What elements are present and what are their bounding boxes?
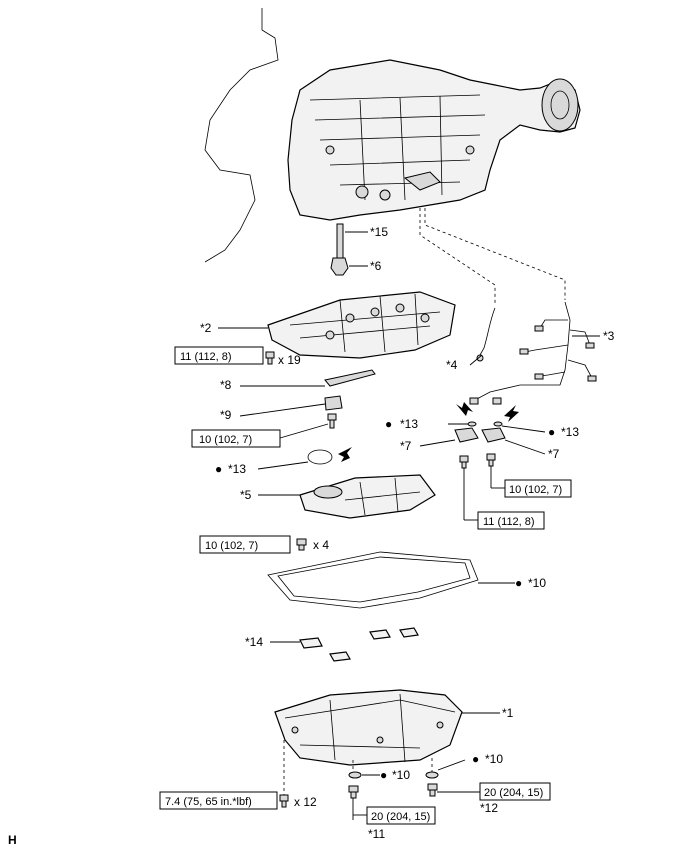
- label-2: *2: [200, 321, 212, 335]
- bold-arrow-icon: [338, 447, 352, 462]
- stud-15: [336, 223, 368, 259]
- gasket-10b: [348, 771, 380, 779]
- label-3: *3: [603, 329, 615, 343]
- o-rings-13-pair: [448, 421, 546, 433]
- pan-gasket-10: [267, 551, 515, 609]
- torque-value-2: 10 (102, 7): [199, 434, 252, 446]
- label-11: *11: [368, 827, 385, 841]
- label-7a: *7: [400, 439, 412, 453]
- corner-mark: H: [8, 833, 17, 847]
- label-10c: *10: [485, 752, 503, 766]
- refill-plug-12: [427, 783, 480, 797]
- torque-value-4: 11 (112, 8): [483, 516, 535, 528]
- torque-box-5: [504, 479, 572, 498]
- qty-12: x 12: [294, 795, 317, 809]
- clamps-7: [419, 427, 546, 455]
- label-15: *15: [370, 225, 388, 239]
- gasket-10c: [425, 759, 466, 779]
- bold-arrow-icon: [456, 402, 473, 416]
- label-10a: *10: [528, 576, 546, 590]
- o-ring-13: [257, 449, 333, 470]
- oil-pan-1: [274, 689, 500, 766]
- label-7b: *7: [548, 447, 560, 461]
- torque-value-7: 20 (204, 15): [371, 811, 430, 823]
- bullet: ●: [472, 752, 479, 766]
- label-13c: *13: [561, 425, 579, 439]
- bolt-icon: [265, 351, 275, 365]
- bullet: ●: [548, 425, 555, 439]
- bullet: ●: [215, 462, 222, 476]
- label-13a: *13: [228, 462, 246, 476]
- torque-box-3: [199, 535, 291, 554]
- torque-value-8: 20 (204, 15): [484, 787, 543, 799]
- torque-box-1: [174, 346, 264, 365]
- torque-box-8: [479, 782, 551, 801]
- label-4: *4: [446, 358, 458, 372]
- valve-body-2: [218, 291, 456, 359]
- qty-19: x 19: [278, 353, 301, 367]
- torque-value-5: 10 (102, 7): [509, 484, 562, 496]
- bolt-icon: [486, 453, 506, 489]
- label-8: *8: [220, 378, 232, 392]
- qty-4: x 4: [313, 538, 329, 552]
- bolt-icon: [296, 538, 307, 551]
- bolt-icon: [279, 413, 337, 439]
- torque-box-2: [191, 429, 281, 448]
- label-5: *5: [240, 488, 252, 502]
- torque-box-6: [159, 791, 278, 810]
- part-9: [239, 395, 343, 417]
- torque-value-1: 11 (112, 8): [180, 351, 232, 363]
- part-6: [330, 257, 368, 276]
- label-1: *1: [502, 706, 514, 720]
- label-6: *6: [370, 259, 382, 273]
- label-9: *9: [220, 408, 232, 422]
- bullet: ●: [515, 576, 522, 590]
- torque-value-6: 7.4 (75, 65 in.*lbf): [165, 796, 252, 808]
- bullet: ●: [380, 768, 387, 782]
- bold-arrow-icon: [504, 405, 519, 422]
- wire-harness-3: [469, 301, 600, 405]
- label-14: *14: [245, 635, 263, 649]
- wire-4: [469, 307, 496, 366]
- drain-plug-11: [348, 785, 368, 820]
- oil-strainer-5: [258, 474, 436, 519]
- label-13b: *13: [400, 417, 418, 431]
- magnets-14: [270, 627, 419, 662]
- bolt-icon: [459, 455, 478, 521]
- torque-box-7: [366, 806, 436, 825]
- label-10b: *10: [392, 768, 410, 782]
- bolt-icon: [279, 794, 289, 808]
- label-12: *12: [480, 801, 498, 815]
- torque-box-4: [477, 511, 545, 530]
- torque-value-3: 10 (102, 7): [205, 540, 258, 552]
- bullet: ●: [385, 417, 392, 431]
- part-8: [240, 369, 376, 387]
- transmission-housing: [204, 8, 581, 263]
